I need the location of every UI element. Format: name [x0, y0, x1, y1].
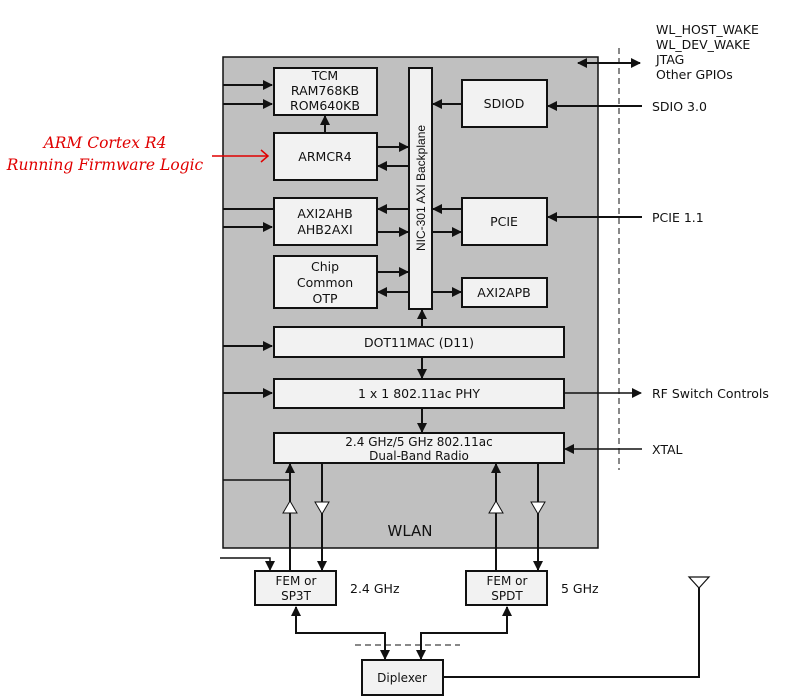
antenna-feed-line [443, 588, 700, 678]
fem24-diplexer-link [291, 606, 390, 660]
axi2apb-block [461, 277, 548, 308]
fem5-label-2: SPDT [491, 589, 523, 603]
fem5-band-label: 5 GHz [561, 581, 599, 596]
fem24-rx-buffer-icon [282, 500, 298, 514]
xtal-label: XTAL [652, 442, 683, 457]
pcie-label: PCIE [490, 214, 518, 229]
radio-block [273, 432, 565, 464]
gpio-label-2: WL_DEV_WAKE [656, 37, 750, 52]
fem5-label-1: FEM or [487, 574, 528, 588]
sdio-label: SDIO 3.0 [652, 99, 707, 114]
axi2apb-label: AXI2APB [477, 285, 530, 300]
phy-block [273, 378, 565, 409]
ahb2axi-label: AHB2AXI [297, 222, 352, 237]
axi2ahb-block [273, 197, 378, 246]
fem5-diplexer-link [416, 606, 512, 660]
rf-switch-label: RF Switch Controls [652, 386, 769, 401]
dot11mac-label: DOT11MAC (D11) [364, 335, 474, 350]
sdiod-label: SDIOD [484, 96, 525, 111]
chipcommon-label-1: Chip [311, 259, 339, 274]
annotation-line-1: ARM Cortex R4 [42, 134, 167, 152]
fem5-block [465, 570, 548, 606]
chipcommon-label-2: Common [297, 275, 353, 290]
fem24-label-1: FEM or [276, 574, 317, 588]
chipcommon-label-3: OTP [312, 291, 337, 306]
diplexer-label: Diplexer [377, 671, 427, 685]
fem24-tx-buffer-icon [314, 501, 330, 515]
radio-label-2: Dual-Band Radio [369, 449, 469, 463]
gpio-label-4: Other GPIOs [656, 67, 733, 82]
armcr4-block [273, 132, 378, 181]
fem5-tx-buffer-icon [530, 501, 546, 515]
tcm-label: TCM [311, 68, 338, 83]
sdiod-block [461, 79, 548, 128]
dot11mac-block [273, 326, 565, 358]
gpio-label-3: JTAG [655, 52, 684, 67]
fem24-label-2: SP3T [281, 589, 311, 603]
radio-label-1: 2.4 GHz/5 GHz 802.11ac [345, 435, 492, 449]
tcm-ram-label: RAM768KB [291, 83, 359, 98]
fem24-block [254, 570, 337, 606]
armcr4-label: ARMCR4 [298, 149, 351, 164]
wlan-label: WLAN [387, 522, 432, 540]
annotation-arrowhead-icon [260, 149, 270, 163]
tcm-rom-label: ROM640KB [290, 98, 360, 113]
annotation-line-2: Running Firmware Logic [6, 156, 204, 174]
axi2ahb-label: AXI2AHB [297, 206, 352, 221]
backplane-label: NIC-301 AXI Backplane [414, 125, 428, 251]
phy-label: 1 x 1 802.11ac PHY [358, 386, 480, 401]
chipcommon-block [273, 255, 378, 309]
fem24-band-label: 2.4 GHz [350, 581, 400, 596]
fem5-rx-buffer-icon [488, 500, 504, 514]
gpio-label-1: WL_HOST_WAKE [656, 22, 759, 37]
pcie-ext-label: PCIE 1.1 [652, 210, 704, 225]
fem24-control-arrow [220, 557, 275, 571]
antenna-icon [687, 576, 711, 589]
